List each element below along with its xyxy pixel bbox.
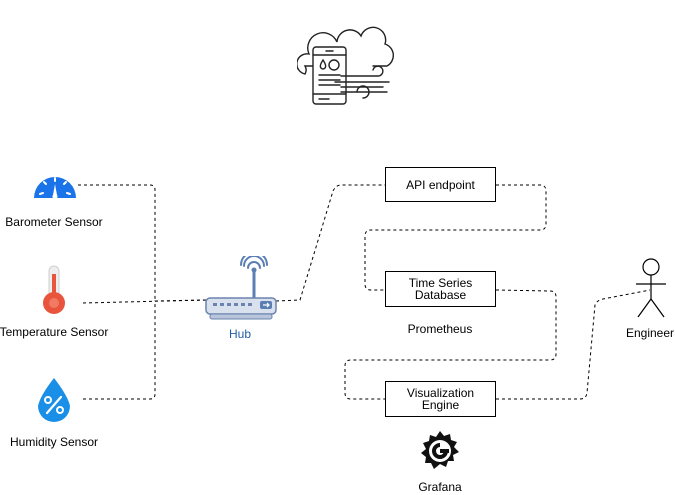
- tsdb-label-line1: Time Series: [408, 276, 473, 290]
- viz-label-line1: Visualization: [406, 386, 475, 400]
- api-endpoint-label: API endpoint: [406, 177, 475, 192]
- visualization-engine-box: Visualization Engine: [385, 381, 496, 417]
- hub-label: Hub: [228, 327, 252, 341]
- connector-api-tsdb: [364, 184, 547, 291]
- engineer-label: Engineer: [625, 326, 675, 340]
- humidity-sensor-label: Humidity Sensor: [9, 435, 99, 449]
- weather-app-icon: [297, 26, 394, 105]
- api-endpoint-box: API endpoint: [385, 167, 496, 202]
- humidity-drop-icon: [38, 378, 70, 422]
- barometer-icon: [34, 177, 76, 199]
- time-series-database-box: Time Series Database: [385, 271, 496, 307]
- grafana-icon: [421, 431, 459, 469]
- connector-temperature-hub: [82, 299, 208, 304]
- connector-barometer-hub: [78, 184, 156, 300]
- connector-tsdb-viz: [344, 289, 557, 400]
- viz-label-line2: Engine: [421, 398, 460, 412]
- connector-humidity-hub: [83, 299, 208, 400]
- barometer-sensor-label: Barometer Sensor: [5, 215, 103, 229]
- thermometer-icon: [43, 265, 65, 314]
- tsdb-label-line2: Database: [414, 288, 467, 302]
- router-icon: [205, 256, 277, 320]
- engineer-stick-figure-icon: [636, 258, 666, 318]
- prometheus-label: Prometheus: [407, 322, 473, 336]
- connector-viz-engineer: [496, 289, 651, 400]
- grafana-label: Grafana: [418, 480, 462, 494]
- temperature-sensor-label: Temperature Sensor: [0, 325, 109, 339]
- connector-hub-api: [275, 184, 385, 302]
